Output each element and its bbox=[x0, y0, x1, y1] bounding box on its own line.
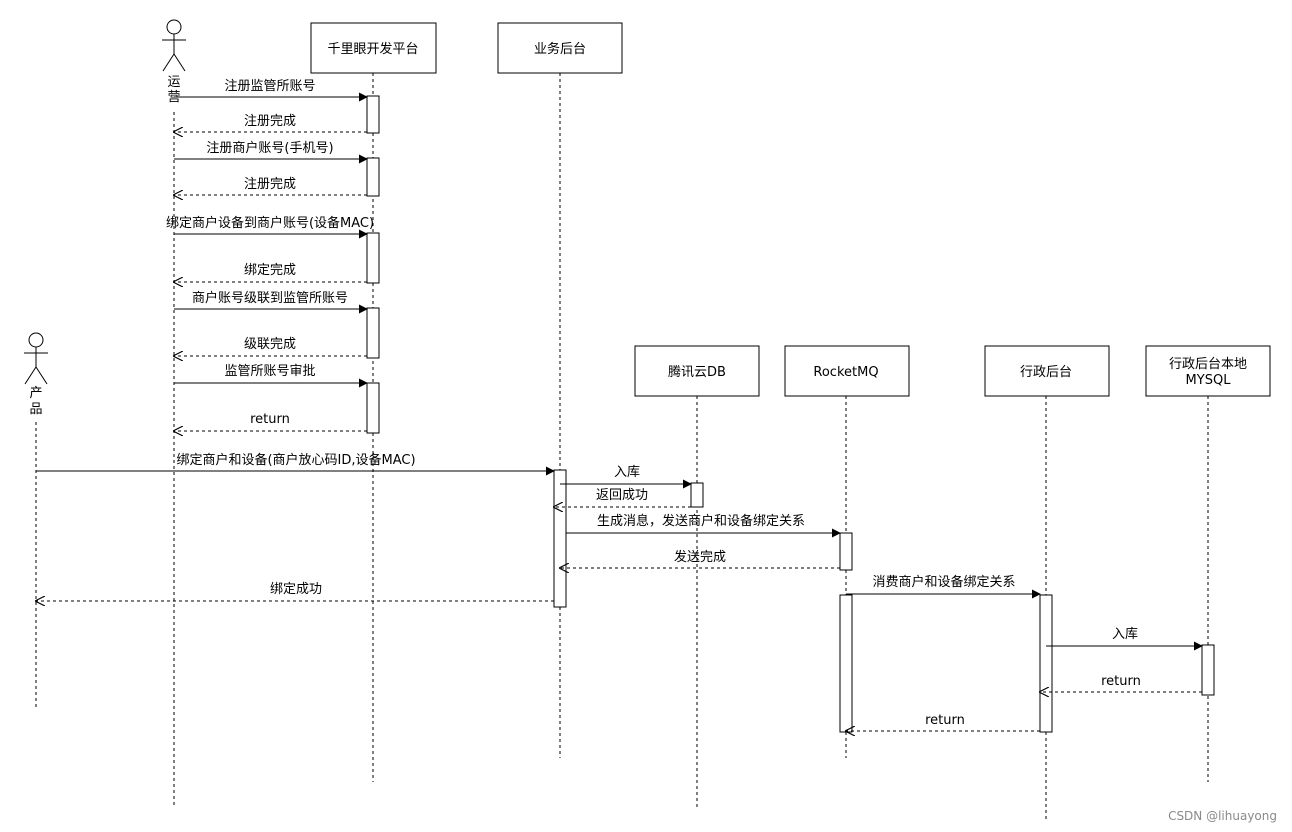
message-label: 注册监管所账号 bbox=[224, 79, 315, 94]
message-return: return bbox=[1040, 674, 1202, 692]
participant-box-mq bbox=[784, 345, 910, 397]
watermark: CSDN @lihuayong bbox=[1168, 809, 1277, 823]
message-label: 返回成功 bbox=[596, 488, 648, 503]
message-call: 监管所账号审批 bbox=[174, 364, 368, 388]
message-return: return bbox=[846, 713, 1040, 731]
message-label: 级联完成 bbox=[244, 337, 296, 352]
participant-label-mysql: MYSQL bbox=[1186, 373, 1232, 388]
activation-bar-admin bbox=[1039, 594, 1053, 733]
message-call: 商户账号级联到监管所账号 bbox=[174, 290, 368, 314]
message-label: 消费商户和设备绑定关系 bbox=[872, 574, 1015, 590]
message-call: 消费商户和设备绑定关系 bbox=[846, 574, 1041, 599]
message-call: 注册商户账号(手机号) bbox=[174, 140, 368, 164]
lifelines bbox=[35, 73, 1209, 820]
message-label: 发送完成 bbox=[674, 549, 726, 565]
actor-label-ops: 运 bbox=[167, 75, 180, 90]
message-return: 绑定完成 bbox=[174, 263, 367, 282]
activation-bar-db bbox=[690, 482, 704, 508]
participant-box-biz bbox=[497, 22, 623, 74]
message-return: 注册完成 bbox=[174, 114, 367, 132]
message-label: return bbox=[1101, 674, 1141, 689]
participant-label-db: 腾讯云DB bbox=[668, 364, 726, 380]
message-label: return bbox=[925, 713, 965, 728]
actor-icon-prod bbox=[24, 332, 48, 385]
actor-icon-ops bbox=[162, 19, 186, 72]
participant-label-biz: 业务后台 bbox=[534, 41, 586, 57]
participant-box-mysql bbox=[1145, 345, 1271, 397]
participant-admin: 行政后台 bbox=[984, 345, 1110, 397]
message-label: 入库 bbox=[1112, 626, 1138, 642]
message-label: 注册完成 bbox=[244, 177, 296, 192]
activations bbox=[366, 95, 1215, 733]
message-call: 生成消息，发送商户和设备绑定关系 bbox=[566, 513, 841, 538]
participant-ops: 运营 bbox=[162, 19, 186, 105]
message-label: return bbox=[250, 412, 290, 427]
participant-db: 腾讯云DB bbox=[634, 345, 760, 397]
message-call: 注册监管所账号 bbox=[174, 79, 368, 102]
message-label: 绑定完成 bbox=[244, 263, 296, 278]
message-label: 监管所账号审批 bbox=[224, 364, 315, 379]
message-label: 绑定商户设备到商户账号(设备MAC) bbox=[166, 215, 374, 231]
participant-box-qly bbox=[310, 22, 437, 74]
message-return: return bbox=[174, 412, 367, 431]
message-label: 入库 bbox=[614, 464, 640, 480]
activation-bar-biz bbox=[553, 469, 567, 608]
message-return: 绑定成功 bbox=[36, 582, 554, 601]
message-label: 生成消息，发送商户和设备绑定关系 bbox=[597, 513, 805, 529]
message-call: 入库 bbox=[1046, 626, 1203, 651]
activation-bar-qly bbox=[366, 157, 380, 197]
actor-label-prod: 产 bbox=[29, 386, 42, 401]
messages: 注册监管所账号注册完成注册商户账号(手机号)注册完成绑定商户设备到商户账号(设备… bbox=[36, 79, 1203, 731]
activation-bar-qly bbox=[366, 95, 380, 134]
participant-prod: 产品 bbox=[24, 332, 48, 417]
participant-label-qly: 千里眼开发平台 bbox=[327, 41, 418, 57]
actor-label-prod: 品 bbox=[29, 402, 42, 417]
participant-label-mq: RocketMQ bbox=[813, 365, 878, 380]
participant-qly: 千里眼开发平台 bbox=[310, 22, 437, 74]
message-call: 绑定商户设备到商户账号(设备MAC) bbox=[166, 215, 374, 239]
message-call: 绑定商户和设备(商户放心码ID,设备MAC) bbox=[36, 452, 555, 476]
message-return: 发送完成 bbox=[560, 549, 840, 568]
participant-label-mysql: 行政后台本地 bbox=[1169, 357, 1247, 372]
message-return: 返回成功 bbox=[554, 488, 697, 507]
message-label: 绑定成功 bbox=[270, 582, 322, 597]
activation-bar-mysql bbox=[1201, 644, 1215, 696]
message-label: 绑定商户和设备(商户放心码ID,设备MAC) bbox=[176, 452, 415, 468]
message-label: 商户账号级联到监管所账号 bbox=[192, 290, 348, 306]
activation-bar-mq bbox=[839, 532, 853, 571]
activation-bar-qly bbox=[366, 232, 380, 284]
message-label: 注册完成 bbox=[244, 114, 296, 129]
activation-bar-mq bbox=[839, 594, 853, 733]
activation-bar-qly bbox=[366, 307, 380, 359]
message-return: 级联完成 bbox=[174, 337, 367, 356]
participant-box-db bbox=[634, 345, 760, 397]
participant-label-admin: 行政后台 bbox=[1020, 365, 1072, 380]
participant-mq: RocketMQ bbox=[784, 345, 910, 397]
message-call: 入库 bbox=[560, 464, 692, 489]
activation-bar-qly bbox=[366, 382, 380, 434]
message-label: 注册商户账号(手机号) bbox=[206, 140, 333, 156]
message-return: 注册完成 bbox=[174, 177, 367, 195]
participant-biz: 业务后台 bbox=[497, 22, 623, 74]
participant-box-admin bbox=[984, 345, 1110, 397]
